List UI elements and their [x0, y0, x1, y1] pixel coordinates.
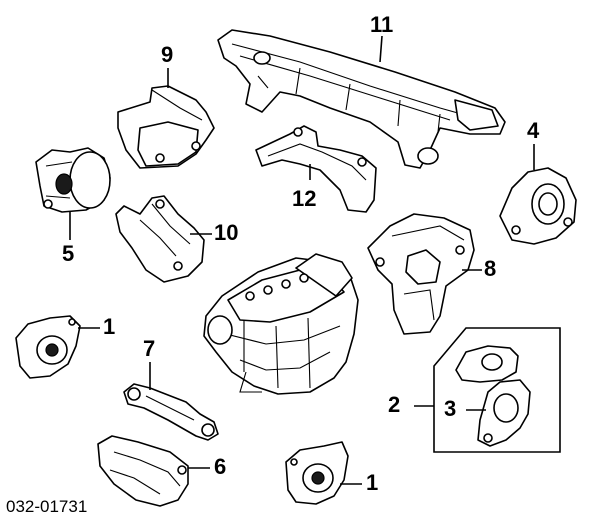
callout-11: 11 [370, 12, 394, 37]
callout-9: 9 [161, 42, 174, 67]
part-7-torque-rod [123, 383, 219, 441]
callout-2: 2 [388, 392, 401, 417]
part-4-rear-mount [499, 167, 577, 245]
callout-10: 10 [214, 220, 239, 245]
callout-4: 4 [527, 118, 540, 143]
callout-12: 12 [292, 186, 317, 211]
part-1-mount-bottom [285, 441, 349, 505]
part-12-bracket [255, 125, 377, 213]
diagram-code: 032-01731 [6, 497, 88, 516]
callout-1-left: 1 [103, 314, 116, 339]
callout-1-bottom: 1 [366, 470, 379, 495]
part-2-mount-kit-box [433, 327, 561, 453]
leader-11 [379, 35, 383, 63]
part-1-mount-left [15, 315, 81, 379]
part-5-engine-mount [35, 147, 111, 213]
engine-assembly [203, 253, 359, 395]
callout-3: 3 [444, 396, 457, 421]
callout-8: 8 [484, 256, 497, 281]
part-10-bracket [115, 195, 205, 283]
part-8-transmission-mount [367, 213, 475, 335]
callout-6: 6 [214, 454, 227, 479]
part-6-bracket [97, 435, 189, 507]
part-11-subframe [217, 29, 506, 169]
leader-lines [69, 35, 535, 485]
part-9-bracket [117, 85, 215, 169]
callout-7: 7 [143, 336, 156, 361]
callout-5: 5 [62, 241, 75, 266]
